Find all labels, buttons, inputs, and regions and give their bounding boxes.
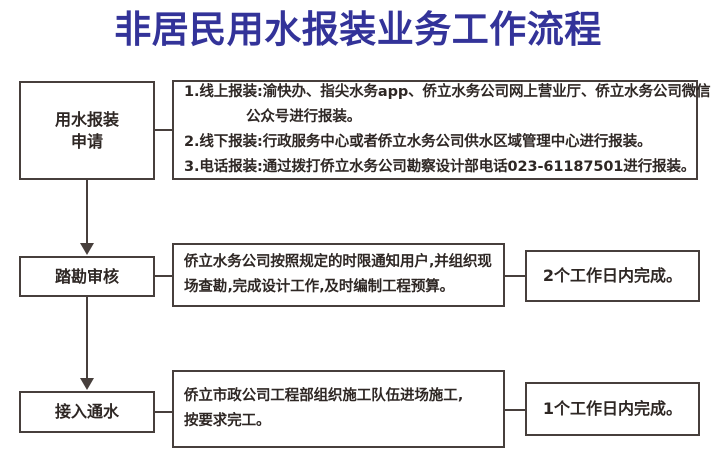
detail-list-application: 1.线上报装:渝快办、指尖水务app、侨立水务公司网上营业厅、侨立水务公司微信 …	[184, 80, 711, 180]
detail-line: 场查勘‚完成设计工作‚及时编制工程预算。	[184, 279, 455, 295]
detail-line: 侨立水务公司按照规定的时限通知用户‚并组织现	[184, 254, 492, 270]
arrow-shaft-1	[86, 180, 88, 244]
arrow-head-2	[80, 378, 94, 390]
connector-stage-detail-2	[155, 275, 174, 277]
detail-text-survey: 侨立水务公司按照规定的时限通知用户‚并组织现 场查勘‚完成设计工作‚及时编制工程…	[184, 250, 493, 300]
detail-box-application: 1.线上报装:渝快办、指尖水务app、侨立水务公司网上营业厅、侨立水务公司微信 …	[172, 80, 711, 180]
detail-text-connection: 侨立市政公司工程部组织施工队伍进场施工‚ 按要求完工。	[184, 384, 493, 434]
stage-box-application: 用水报装 申请	[19, 81, 155, 180]
detail-item: 公众号进行报装。	[246, 109, 362, 125]
duration-label: 1个工作日内完成。	[542, 399, 683, 418]
connector-stage-detail-1	[155, 129, 174, 131]
page-title: 非居民用水报装业务工作流程	[114, 8, 602, 51]
detail-item: 1.线上报装:渝快办、指尖水务app、侨立水务公司网上营业厅、侨立水务公司微信	[184, 84, 711, 100]
detail-line: 按要求完工。	[184, 413, 271, 429]
connector-stage-detail-3	[155, 411, 174, 413]
detail-item: 3.电话报装:通过拨打侨立水务公司勘察设计部电话023-61187501进行报装…	[184, 159, 696, 175]
detail-item: 2.线下报装:行政服务中心或者侨立水务公司供水区域管理中心进行报装。	[184, 134, 652, 150]
stage-box-connection: 接入通水	[19, 391, 155, 433]
stage-label: 踏勘审核	[54, 266, 119, 286]
arrow-shaft-2	[86, 297, 88, 379]
stage-box-survey: 踏勘审核	[19, 256, 155, 297]
duration-label: 2个工作日内完成。	[542, 266, 683, 285]
duration-box-survey: 2个工作日内完成。	[525, 250, 700, 302]
detail-box-connection: 侨立市政公司工程部组织施工队伍进场施工‚ 按要求完工。	[172, 370, 505, 448]
connector-detail-duration-3	[505, 409, 525, 411]
arrow-head-1	[80, 243, 94, 255]
detail-box-survey: 侨立水务公司按照规定的时限通知用户‚并组织现 场查勘‚完成设计工作‚及时编制工程…	[172, 243, 505, 307]
stage-label-line2: 申请	[70, 131, 103, 151]
detail-line: 侨立市政公司工程部组织施工队伍进场施工‚	[184, 388, 464, 404]
stage-label: 接入通水	[54, 402, 119, 421]
stage-label-line1: 用水报装	[54, 109, 119, 129]
duration-box-connection: 1个工作日内完成。	[525, 382, 700, 436]
connector-detail-duration-2	[505, 275, 525, 277]
